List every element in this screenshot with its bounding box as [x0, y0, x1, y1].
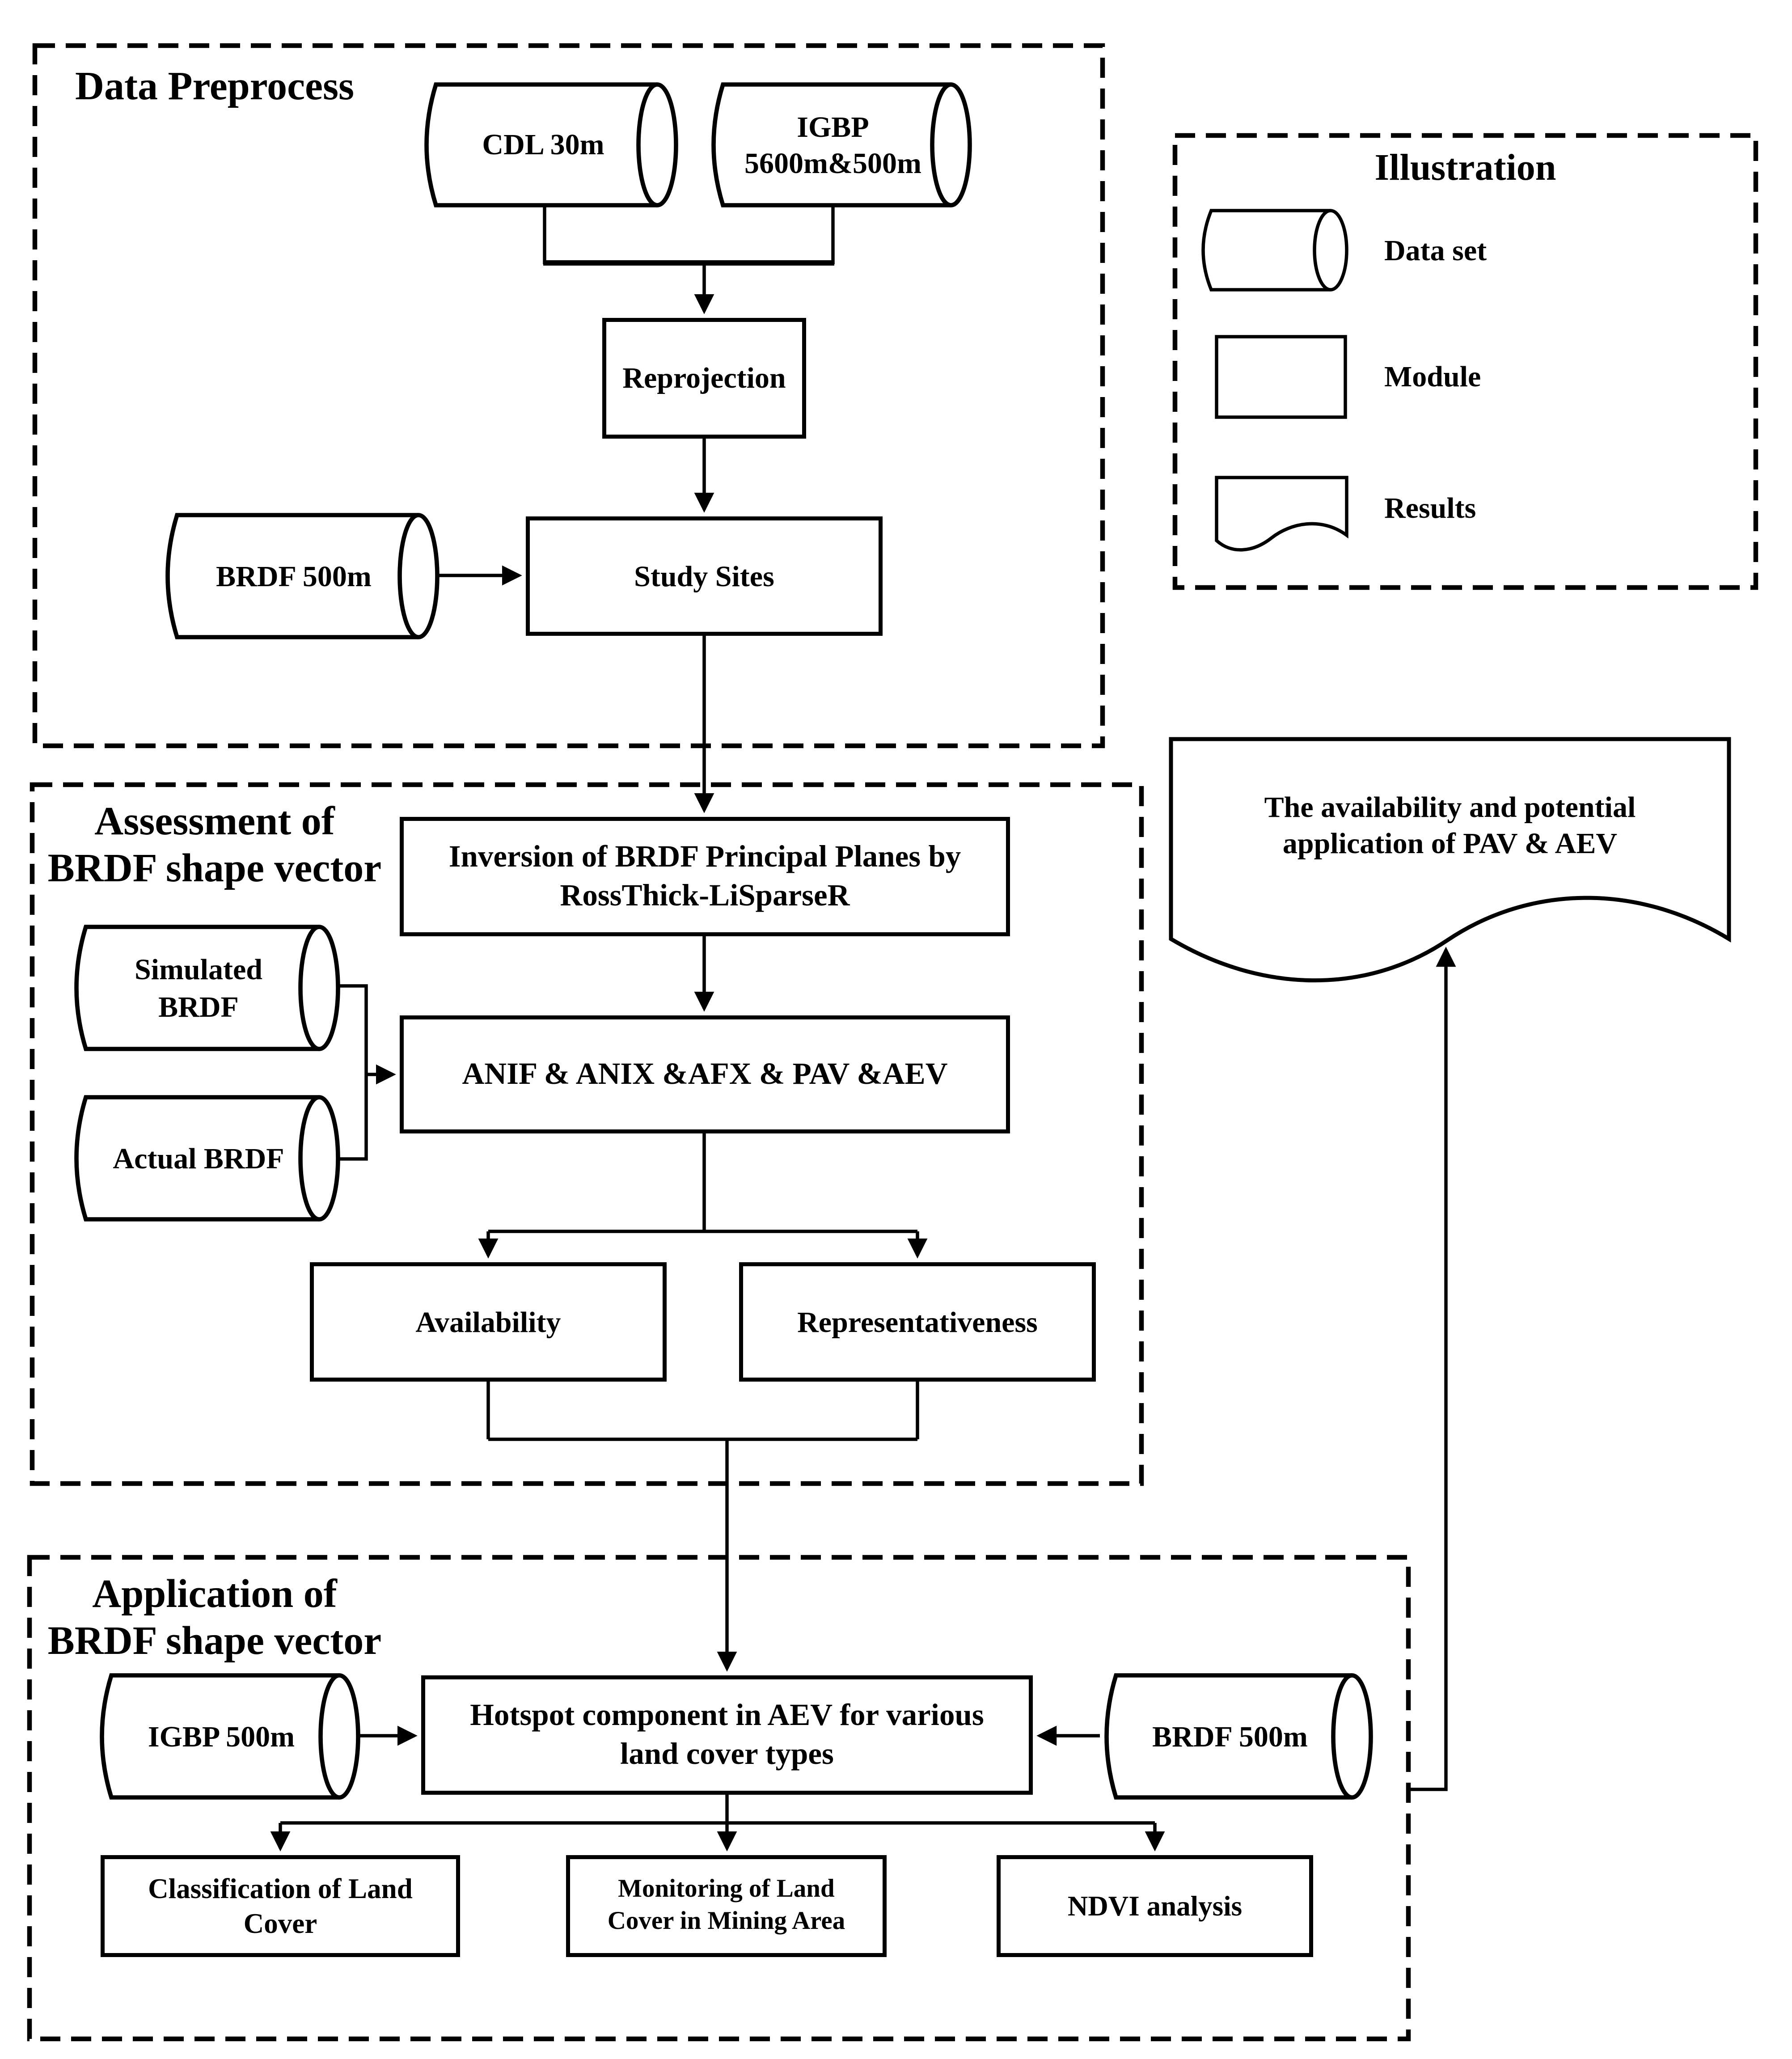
hotspot-module: Hotspot component in AEV for various lan…	[421, 1675, 1033, 1795]
results-document-shape	[1169, 737, 1731, 983]
monitoring-module: Monitoring of Land Cover in Mining Area	[566, 1855, 887, 1957]
igbp-bottom-cylinder	[100, 1673, 360, 1800]
monitoring-label: Monitoring of Land Cover in Mining Area	[607, 1875, 845, 1936]
cdl-label: CDL 30m	[482, 127, 604, 161]
cdl-cylinder	[424, 82, 678, 207]
anif-label: ANIF & ANIX &AFX & PAV &AEV	[462, 1056, 948, 1090]
brdf-top-label: BRDF 500m	[216, 559, 372, 593]
actual-brdf-label: Actual BRDF	[113, 1141, 284, 1175]
brdf-top-cylinder	[165, 513, 440, 639]
preprocess-dashed-border	[32, 43, 1105, 748]
igbp-top-cylinder	[711, 82, 972, 207]
bracket-simulated-actual	[338, 984, 368, 1161]
legend-module-label: Module	[1384, 359, 1481, 393]
ndvi-module: NDVI analysis	[997, 1855, 1313, 1957]
inversion-module: Inversion of BRDF Principal Planes by Ro…	[400, 817, 1010, 936]
dataset-cylinders	[74, 82, 1373, 1800]
results-document-label: The availability and potential applicati…	[1264, 789, 1636, 860]
illustration-dashed-border	[1172, 133, 1758, 590]
legend-dataset-label: Data set	[1384, 233, 1487, 267]
connector-lines	[270, 205, 1456, 1852]
legend-symbols	[1201, 209, 1348, 552]
igbp-bottom-label: IGBP 500m	[148, 1719, 295, 1753]
anif-module: ANIF & ANIX &AFX & PAV &AEV	[400, 1015, 1010, 1133]
actual-brdf-cylinder	[74, 1095, 340, 1222]
study-sites-label: Study Sites	[634, 559, 774, 593]
brdf-bottom-label: BRDF 500m	[1152, 1719, 1308, 1753]
simulated-brdf-cylinder	[74, 925, 340, 1051]
reprojection-label: Reprojection	[622, 361, 786, 395]
reprojection-module: Reprojection	[602, 318, 806, 439]
availability-module: Availability	[310, 1262, 667, 1382]
availability-label: Availability	[415, 1305, 561, 1339]
assessment-dashed-border	[30, 782, 1144, 1486]
application-section-title: Application of BRDF shape vector	[47, 1572, 382, 1663]
illustration-section-title: Illustration	[1374, 148, 1556, 189]
study-sites-module: Study Sites	[526, 516, 883, 636]
application-dashed-border	[27, 1555, 1411, 2042]
legend-module-rectangle-icon	[1215, 335, 1347, 419]
classification-label: Classification of Land Cover	[148, 1872, 413, 1940]
igbp-top-label: IGBP 5600m&500m	[744, 109, 921, 180]
legend-results-document-icon	[1215, 476, 1348, 552]
representativeness-module: Representativeness	[739, 1262, 1096, 1382]
preprocess-section-title: Data Preprocess	[75, 64, 355, 109]
legend-results-label: Results	[1384, 491, 1476, 525]
simulated-brdf-label: Simulated BRDF	[134, 952, 263, 1023]
assessment-section-title: Assessment of BRDF shape vector	[47, 799, 382, 890]
legend-dataset-cylinder-icon	[1201, 209, 1348, 292]
classification-module: Classification of Land Cover	[101, 1855, 460, 1957]
brdf-bottom-cylinder	[1104, 1673, 1373, 1800]
representativeness-label: Representativeness	[797, 1305, 1038, 1339]
arrow-application-to-results	[1407, 947, 1456, 1791]
inversion-label: Inversion of BRDF Principal Planes by Ro…	[448, 839, 961, 912]
hotspot-label: Hotspot component in AEV for various lan…	[470, 1698, 984, 1770]
ndvi-label: NDVI analysis	[1067, 1890, 1243, 1922]
